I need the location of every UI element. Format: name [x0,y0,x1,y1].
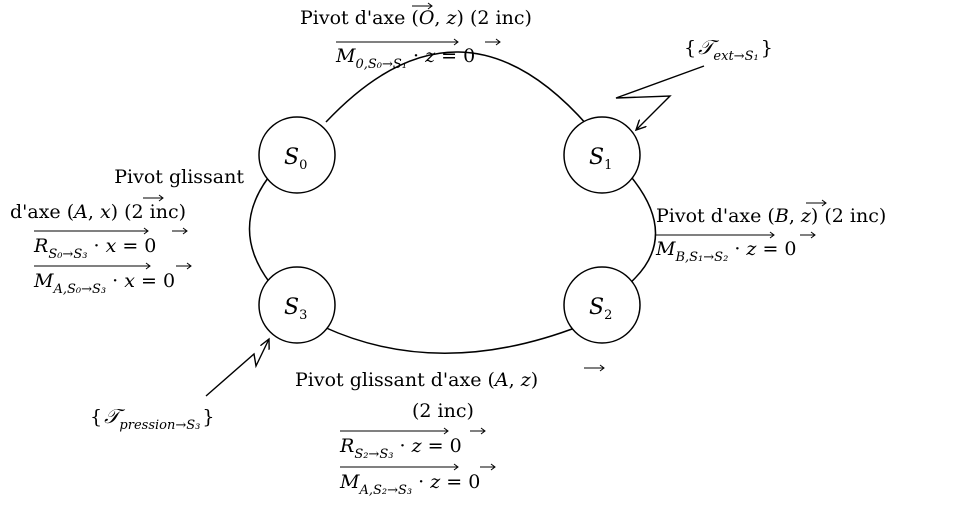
node-s0: S0 [258,116,336,194]
svg-text:{𝒯pression→S₃}: {𝒯pression→S₃} [90,404,214,433]
node-s2: S2 [563,266,641,344]
node-s1: S1 [563,116,641,194]
link-arc-left [248,177,271,284]
link-arc-bottom [323,325,581,354]
svg-text:MA,S₀→S₃ · x = 0: MA,S₀→S₃ · x = 0 [33,270,175,297]
svg-text:Pivot glissant: Pivot glissant [114,166,244,188]
link-label-right: Pivot d'axe (B, z) (2 inc) MB,S₁→S₂ · z … [655,199,886,265]
link-arc-top [325,51,589,127]
svg-text:S0: S0 [284,145,307,173]
lightning-arrow-s1 [615,65,705,130]
svg-text:Pivot d'axe (O, z) (2 inc): Pivot d'axe (O, z) (2 inc) [300,7,532,29]
svg-text:MB,S₁→S₂ · z = 0: MB,S₁→S₂ · z = 0 [655,238,797,265]
link-label-left: Pivot glissant d'axe (A, x) (2 inc) RS₀→… [10,166,244,297]
link-label-top: Pivot d'axe (O, z) (2 inc) M0,S₀→S₁ · z … [300,2,532,72]
link-arc-right [629,177,657,284]
svg-text:M0,S₀→S₁ · z = 0: M0,S₀→S₁ · z = 0 [335,45,475,72]
lightning-arrow-s3 [205,339,269,397]
svg-text:S1: S1 [589,145,612,173]
svg-text:(2 inc): (2 inc) [412,400,474,422]
external-action-s1: {𝒯ext→S₁} [615,35,773,130]
svg-text:d'axe (A, x) (2 inc): d'axe (A, x) (2 inc) [10,201,186,223]
svg-text:MA,S₂→S₃ · z = 0: MA,S₂→S₃ · z = 0 [339,471,480,498]
svg-text:{𝒯ext→S₁}: {𝒯ext→S₁} [684,35,773,64]
svg-text:RS₂→S₃ · z = 0: RS₂→S₃ · z = 0 [339,435,462,462]
svg-text:S3: S3 [284,295,307,323]
external-action-s3: {𝒯pression→S₃} [90,339,269,433]
svg-text:RS₀→S₃ · x = 0: RS₀→S₃ · x = 0 [33,235,156,262]
svg-text:S2: S2 [589,295,612,323]
svg-text:Pivot d'axe (B, z) (2 inc): Pivot d'axe (B, z) (2 inc) [656,205,886,227]
link-label-bottom: Pivot glissant d'axe (A, z) (2 inc) RS₂→… [295,364,605,498]
node-s3: S3 [258,266,336,344]
svg-text:Pivot glissant d'axe (A, z): Pivot glissant d'axe (A, z) [295,369,538,391]
